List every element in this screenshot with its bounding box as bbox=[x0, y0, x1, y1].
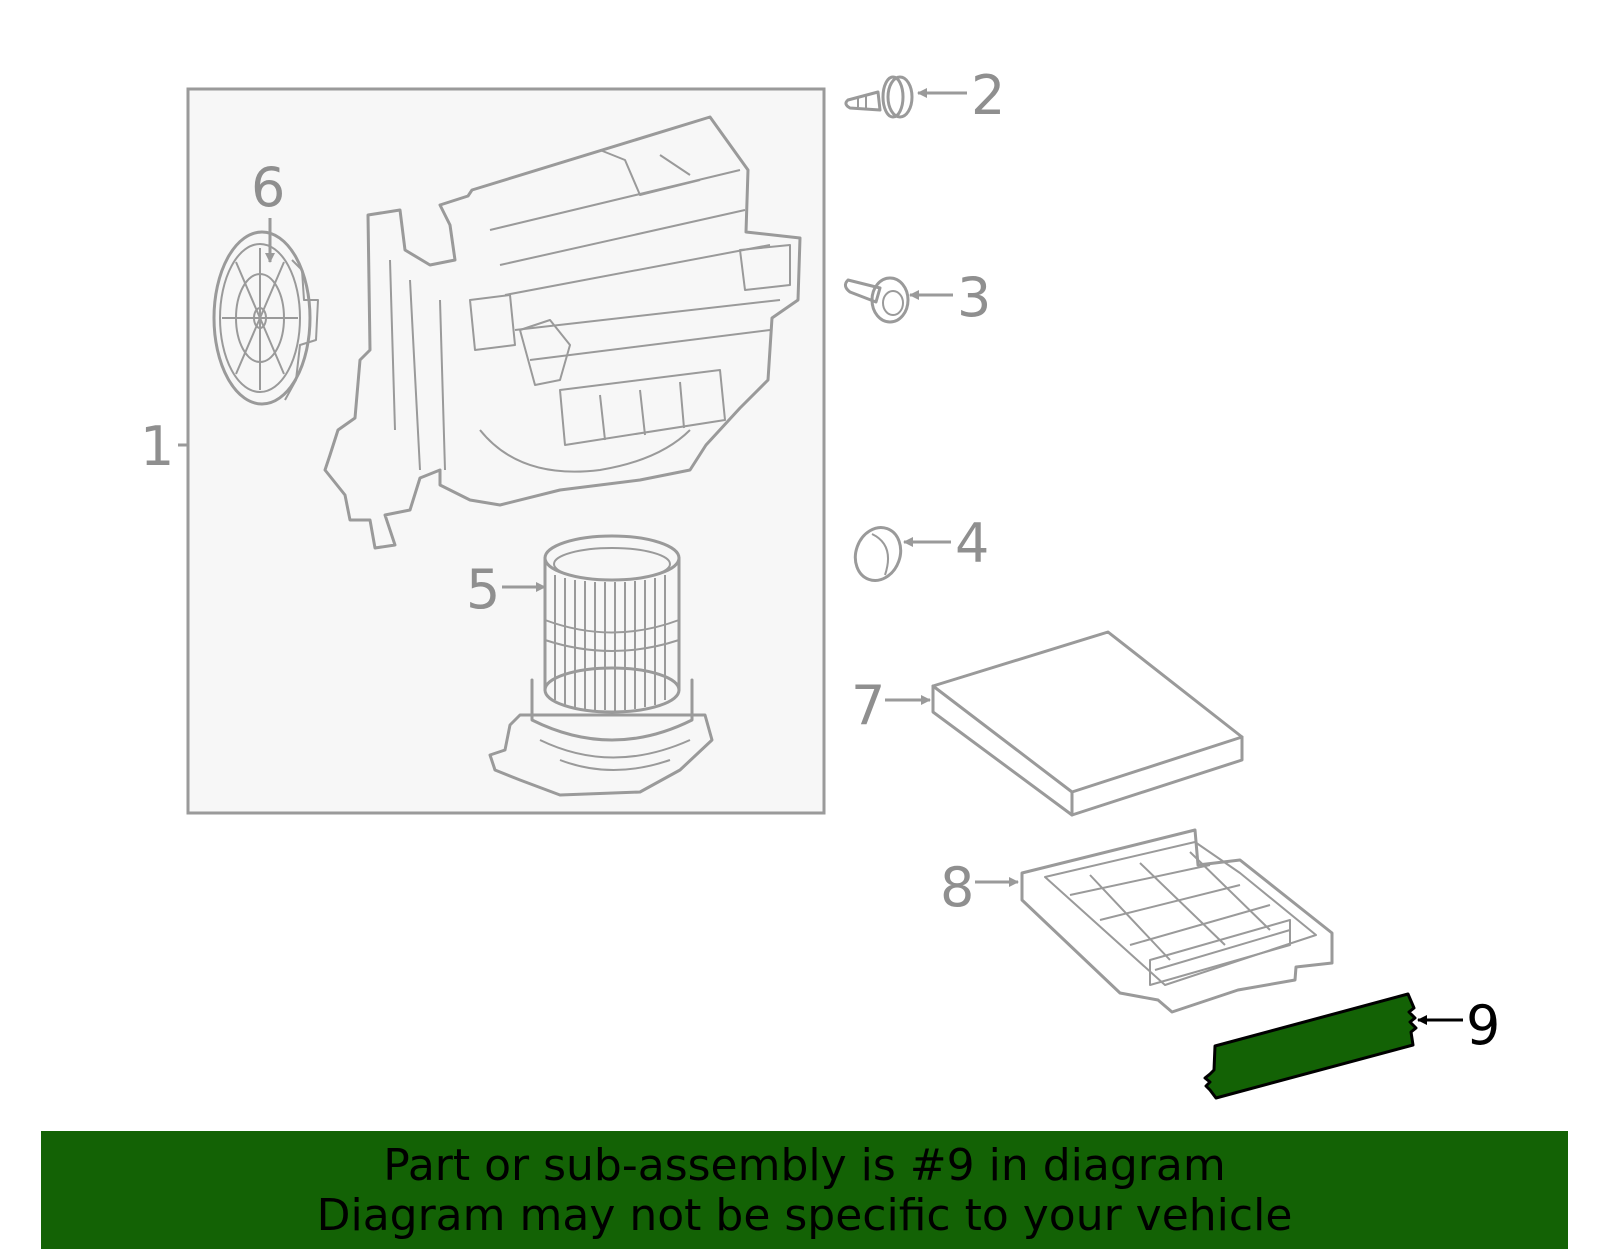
assembly-box bbox=[186, 87, 826, 815]
callout-6: 6 bbox=[251, 156, 285, 219]
hvac-housing-part bbox=[323, 115, 802, 550]
filter-case-part bbox=[1020, 828, 1334, 1014]
callout-3: 3 bbox=[957, 266, 991, 329]
screw-part bbox=[844, 75, 914, 119]
callout-1: 1 bbox=[140, 415, 174, 478]
grommet-part bbox=[853, 526, 903, 582]
callout-4: 4 bbox=[955, 512, 989, 575]
callout-8: 8 bbox=[940, 856, 974, 919]
blower-motor-part bbox=[488, 534, 714, 797]
fan-cover-part bbox=[212, 230, 319, 406]
leader-lines bbox=[178, 88, 1463, 1025]
highlighted-part-9 bbox=[1203, 992, 1418, 1100]
part-info-banner: Part or sub-assembly is #9 in diagram Di… bbox=[41, 1131, 1568, 1249]
cabin-filter-part bbox=[931, 630, 1244, 817]
banner-line-part: Part or sub-assembly is #9 in diagram bbox=[383, 1140, 1226, 1191]
bolt-part bbox=[843, 276, 910, 324]
callout-9: 9 bbox=[1466, 994, 1500, 1057]
banner-line-disclaimer: Diagram may not be specific to your vehi… bbox=[316, 1190, 1293, 1241]
callout-7: 7 bbox=[851, 674, 885, 737]
callout-5: 5 bbox=[466, 558, 500, 621]
callout-2: 2 bbox=[971, 64, 1005, 127]
